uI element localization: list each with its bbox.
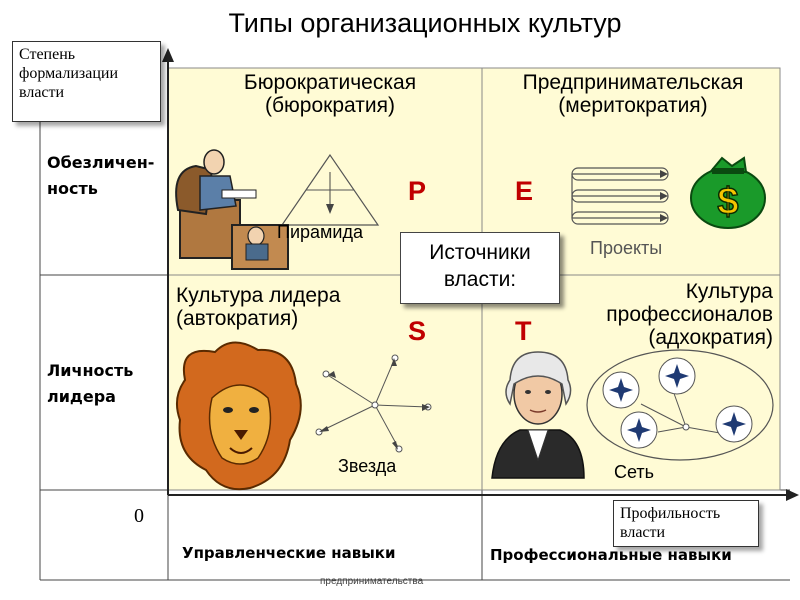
y-axis-arrowhead — [162, 48, 174, 62]
quadrant-professional-title-line1: Культура — [685, 280, 773, 303]
quadrant-leader-title: Культура лидера (автократия) — [176, 284, 396, 330]
quadrant-professional-title-line3: (адхократия) — [648, 326, 773, 349]
lion-icon — [175, 341, 302, 491]
footnote-text: предпринимательства — [320, 576, 424, 587]
star-label: Звезда — [338, 456, 397, 476]
quadrant-professional-letter: T — [515, 316, 532, 346]
origin-zero-label: 0 — [134, 505, 144, 527]
pyramid-figure — [280, 153, 380, 226]
row-label-impersonality: Обезличен-ность — [47, 153, 155, 198]
x-axis-label-box: Профильность власти — [613, 500, 759, 547]
portrait-icon — [491, 351, 585, 479]
quadrant-bureaucratic-title: Бюрократическая (бюрократия) — [200, 71, 460, 117]
col-label-professional-skills: Профессиональные навыки — [490, 546, 732, 564]
quadrant-bureaucratic-title-line2: (бюрократия) — [265, 94, 395, 117]
quadrant-leader-letter: S — [408, 316, 427, 346]
office-worker-icon — [175, 149, 289, 270]
quadrant-entrepreneurial-title-line2: (меритократия) — [558, 94, 708, 117]
pyramid-label: Пирамида — [277, 222, 363, 242]
x-axis-arrowhead — [786, 489, 799, 501]
projects-label: Проекты — [590, 238, 663, 258]
quadrant-leader-title-line2: (автократия) — [176, 307, 299, 330]
row-label-leader-personality: Личность лидера — [47, 361, 134, 406]
quadrant-entrepreneurial-title: Предпринимательская (меритократия) — [490, 71, 776, 117]
power-sources-box: Источники власти: — [400, 232, 560, 304]
svg-text:$: $ — [717, 181, 738, 223]
col-label-managerial-skills: Управленческие навыки — [182, 544, 396, 562]
quadrant-professional-title-line2: профессионалов — [606, 303, 773, 326]
quadrant-leader-title-line1: Культура лидера — [176, 284, 341, 307]
quadrant-bureaucratic-title-line1: Бюрократическая — [243, 71, 417, 94]
quadrant-bureaucratic-letter: P — [408, 176, 427, 206]
page-title: Типы организационных культур — [228, 8, 622, 38]
network-label: Сеть — [614, 462, 655, 482]
quadrant-entrepreneurial-title-line1: Предпринимательская — [522, 71, 744, 94]
y-axis-label-box: Степень формализации власти — [12, 41, 161, 122]
quadrant-entrepreneurial-letter: E — [515, 176, 534, 206]
network-figure — [586, 349, 774, 461]
money-bag-icon: $ — [690, 156, 766, 229]
quadrant-professional-title: Культура профессионалов (адхократия) — [540, 280, 773, 349]
